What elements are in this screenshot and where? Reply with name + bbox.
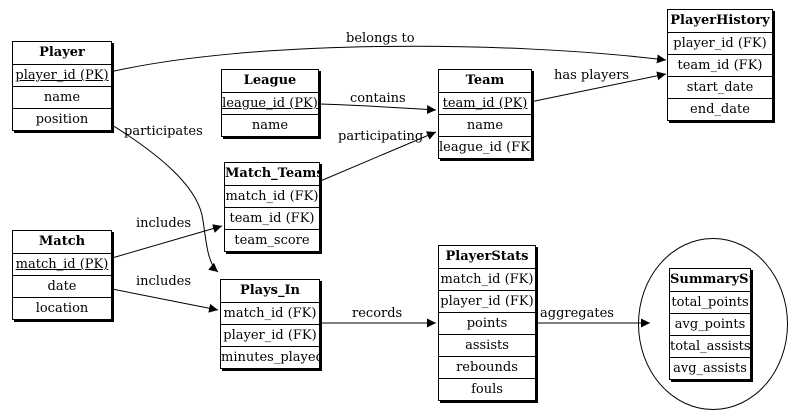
entity-player-stats[interactable]: PlayerStats match_id (FK) player_id (FK)… <box>438 245 536 401</box>
label-includes-teams: includes <box>136 216 192 231</box>
entity-field: start_date <box>668 77 772 99</box>
entity-field: position <box>35 112 89 127</box>
entity-field: league_id (PK) <box>222 93 318 115</box>
label-belongs-to: belongs to <box>346 31 415 46</box>
entity-title: League <box>222 70 318 93</box>
entity-field: match_id (FK) <box>439 269 535 291</box>
entity-field: end_date <box>690 102 750 117</box>
entity-player-history[interactable]: PlayerHistory player_id (FK) team_id (FK… <box>667 9 773 121</box>
entity-field: league_id (FK) <box>439 140 531 155</box>
entity-field: player_id (FK) <box>439 291 535 313</box>
label-includes-plays: includes <box>136 274 192 289</box>
label-records: records <box>352 306 403 321</box>
entity-plays-in[interactable]: Plays_In match_id (FK) player_id (FK) mi… <box>220 279 320 369</box>
entity-field: total_points <box>670 292 750 314</box>
entity-field: points <box>439 313 535 335</box>
label-participating: participating <box>338 129 424 144</box>
entity-field: player_id (FK) <box>221 325 319 347</box>
entity-field: name <box>13 87 111 109</box>
entity-team[interactable]: Team team_id (PK) name league_id (FK) <box>438 69 532 159</box>
entity-field: team_id (FK) <box>225 208 319 230</box>
entity-field: avg_points <box>670 314 750 336</box>
entity-field: player_id (FK) <box>668 33 772 55</box>
entity-field: match_id (FK) <box>221 303 319 325</box>
entity-summary-stats[interactable]: SummaryStats total_points avg_points tot… <box>669 268 751 380</box>
entity-title: SummaryStats <box>670 269 750 292</box>
entity-match-teams[interactable]: Match_Teams match_id (FK) team_id (FK) t… <box>224 162 320 252</box>
label-participates: participates <box>124 124 203 139</box>
entity-field: minutes_played <box>221 350 319 365</box>
entity-field: avg_assists <box>673 361 747 376</box>
entity-field: fouls <box>471 382 503 397</box>
entity-field: team_id (FK) <box>668 55 772 77</box>
entity-title: Plays_In <box>221 280 319 303</box>
edge-includes-plays <box>111 288 219 313</box>
label-contains: contains <box>350 91 406 106</box>
entity-match[interactable]: Match match_id (PK) date location <box>12 230 112 320</box>
entity-field: assists <box>439 335 535 357</box>
entity-field: name <box>251 118 289 133</box>
entity-field: rebounds <box>439 357 535 379</box>
entity-title: Match <box>13 231 111 254</box>
entity-field: team_score <box>234 233 310 248</box>
entity-field: match_id (FK) <box>225 186 319 208</box>
edge-participates <box>111 124 219 273</box>
entity-field: player_id (PK) <box>13 65 111 87</box>
label-aggregates: aggregates <box>540 306 614 321</box>
entity-title: PlayerStats <box>439 246 535 269</box>
entity-field: location <box>35 301 89 316</box>
entity-field: team_id (PK) <box>439 93 531 115</box>
entity-field: name <box>439 115 531 137</box>
entity-player[interactable]: Player player_id (PK) name position <box>12 41 112 131</box>
entity-title: Match_Teams <box>225 163 319 186</box>
entity-title: PlayerHistory <box>668 10 772 33</box>
entity-league[interactable]: League league_id (PK) name <box>221 69 319 137</box>
entity-field: match_id (PK) <box>13 254 111 276</box>
entity-field: date <box>13 276 111 298</box>
label-has-players: has players <box>554 68 630 83</box>
entity-title: Team <box>439 70 531 93</box>
summary-stats-ellipse <box>638 238 788 410</box>
entity-field: total_assists <box>670 336 750 358</box>
entity-title: Player <box>13 42 111 65</box>
